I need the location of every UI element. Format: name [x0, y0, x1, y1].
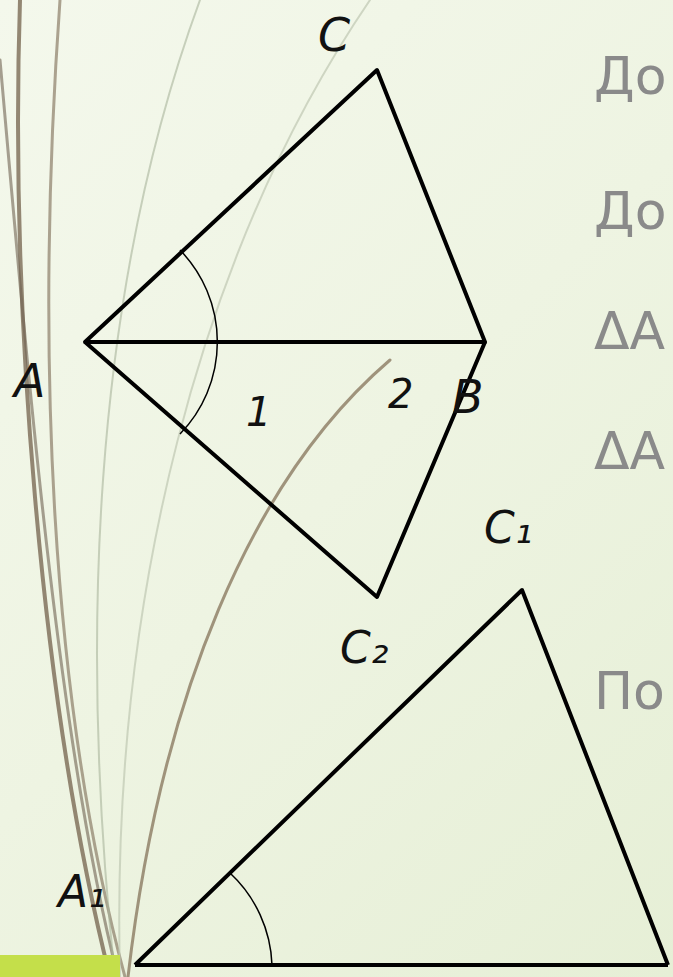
slide-text: До: [594, 185, 666, 237]
vertex-label: A₁: [58, 870, 106, 914]
vertex-label: 2: [388, 374, 413, 414]
grass-decoration: [0, 0, 390, 977]
triangle-lines: [85, 70, 668, 965]
vertex-label: C₁: [484, 506, 532, 550]
vertex-label: C: [318, 12, 350, 58]
vertex-label: B: [452, 374, 484, 420]
angle-arcs: [180, 250, 272, 965]
slide-text: До: [594, 50, 666, 102]
slide-text: По: [594, 665, 665, 717]
corner-tab: [0, 955, 120, 977]
slide-text: ΔА: [594, 305, 665, 357]
vertex-label: 1: [246, 392, 271, 432]
vertex-label: C₂: [340, 626, 388, 670]
vertex-label: A: [14, 358, 45, 404]
slide-text: ΔА: [594, 425, 665, 477]
